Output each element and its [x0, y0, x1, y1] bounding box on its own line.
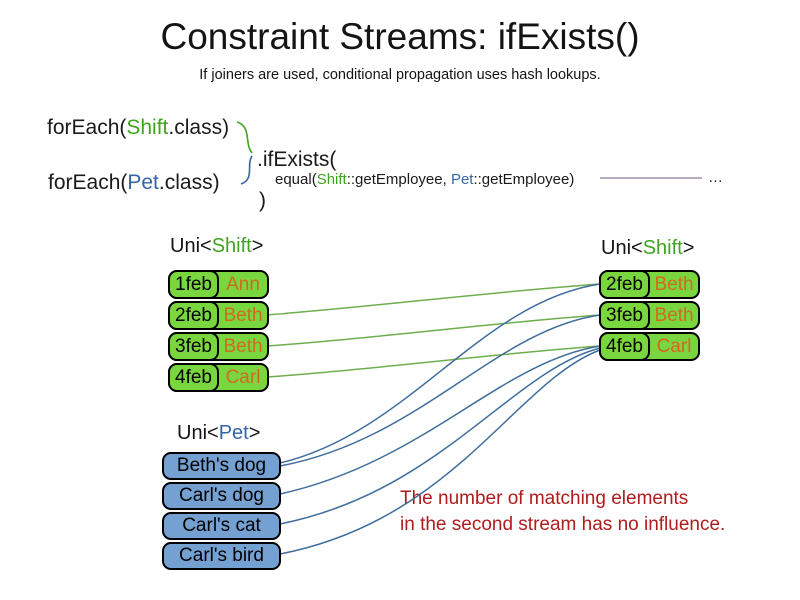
page-title: Constraint Streams: ifExists() — [160, 16, 640, 57]
code-text: equal( — [275, 171, 317, 188]
code-close-paren: ) — [259, 189, 266, 212]
edge-carlsbird-4feb — [279, 349, 601, 555]
date-cell: 1feb — [168, 270, 219, 299]
right-shift-stream-header: Uni<Shift> — [601, 237, 694, 260]
employee-cell: Beth — [654, 304, 694, 326]
pet-row-carls-dog: Carl's dog — [162, 482, 281, 510]
header-text: Uni< — [601, 237, 643, 259]
code-text: forEach( — [48, 171, 128, 194]
employee-cell: Beth — [223, 335, 263, 357]
brace-shift-curve — [236, 121, 253, 154]
header-text: > — [682, 237, 695, 259]
shift-type-token: Shift — [642, 237, 683, 259]
code-text: ::getEmployee, — [346, 171, 451, 188]
date-cell: 2feb — [168, 301, 219, 330]
shift-row-3feb-beth: 3feb Beth — [599, 301, 700, 330]
header-text: Uni< — [170, 235, 212, 257]
shift-row-3feb-beth: 3feb Beth — [168, 332, 269, 361]
date-cell: 4feb — [168, 363, 219, 392]
edge-carlsdog-4feb — [279, 345, 601, 495]
pet-type-token: Pet — [218, 422, 249, 444]
employee-cell: Carl — [225, 366, 261, 388]
pet-row-carls-bird: Carl's bird — [162, 542, 281, 570]
edge-left4feb-right4feb — [266, 345, 601, 378]
edge-left3feb-right3feb — [266, 314, 601, 347]
pet-class-token: Pet — [127, 171, 159, 194]
code-foreach-pet: forEach(Pet.class) — [48, 171, 220, 195]
brace-pet-curve — [240, 155, 253, 185]
date-cell: 3feb — [599, 301, 650, 330]
employee-cell: Ann — [226, 273, 260, 295]
date-cell: 2feb — [599, 270, 650, 299]
shift-row-2feb-beth: 2feb Beth — [168, 301, 269, 330]
header-text: > — [251, 235, 264, 257]
edge-bethsdog-2feb — [279, 283, 601, 464]
pet-row-beths-dog: Beth's dog — [162, 452, 281, 480]
date-cell: 4feb — [599, 332, 650, 361]
code-text: ::getEmployee) — [473, 171, 575, 188]
shift-row-2feb-beth: 2feb Beth — [599, 270, 700, 299]
note-line-1: The number of matching elements — [400, 488, 689, 509]
header-text: > — [248, 422, 261, 444]
shift-type-token: Shift — [211, 235, 252, 257]
code-foreach-shift: forEach(Shift.class) — [47, 116, 229, 140]
edge-left2feb-right2feb — [266, 283, 601, 316]
pet-row-carls-cat: Carl's cat — [162, 512, 281, 540]
shift-row-4feb-carl: 4feb Carl — [599, 332, 700, 361]
note-text: The number of matching elements in the s… — [400, 486, 725, 538]
code-text: .class) — [168, 116, 230, 139]
note-line-2: in the second stream has no influence. — [400, 514, 726, 535]
employee-cell: Carl — [656, 335, 692, 357]
pet-stream-header: Uni<Pet> — [177, 422, 260, 445]
code-ifexists: .ifExists( — [257, 148, 337, 171]
code-text: forEach( — [47, 116, 127, 139]
date-cell: 3feb — [168, 332, 219, 361]
code-joiner: equal(Shift::getEmployee, Pet::getEmploy… — [275, 171, 574, 188]
pet-class-token: Pet — [450, 171, 474, 188]
shift-class-token: Shift — [316, 171, 347, 188]
code-text: .class) — [158, 171, 220, 194]
shift-class-token: Shift — [126, 116, 169, 139]
code-ellipsis: … — [708, 169, 723, 186]
employee-cell: Beth — [654, 273, 694, 295]
edge-carlscat-4feb — [279, 347, 601, 525]
shift-row-4feb-carl: 4feb Carl — [168, 363, 269, 392]
employee-cell: Beth — [223, 304, 263, 326]
header-text: Uni< — [177, 422, 219, 444]
page-subtitle: If joiners are used, conditional propaga… — [199, 67, 601, 83]
edge-bethsdog-3feb — [279, 314, 601, 467]
shift-row-1feb-ann: 1feb Ann — [168, 270, 269, 299]
left-shift-stream-header: Uni<Shift> — [170, 235, 263, 258]
